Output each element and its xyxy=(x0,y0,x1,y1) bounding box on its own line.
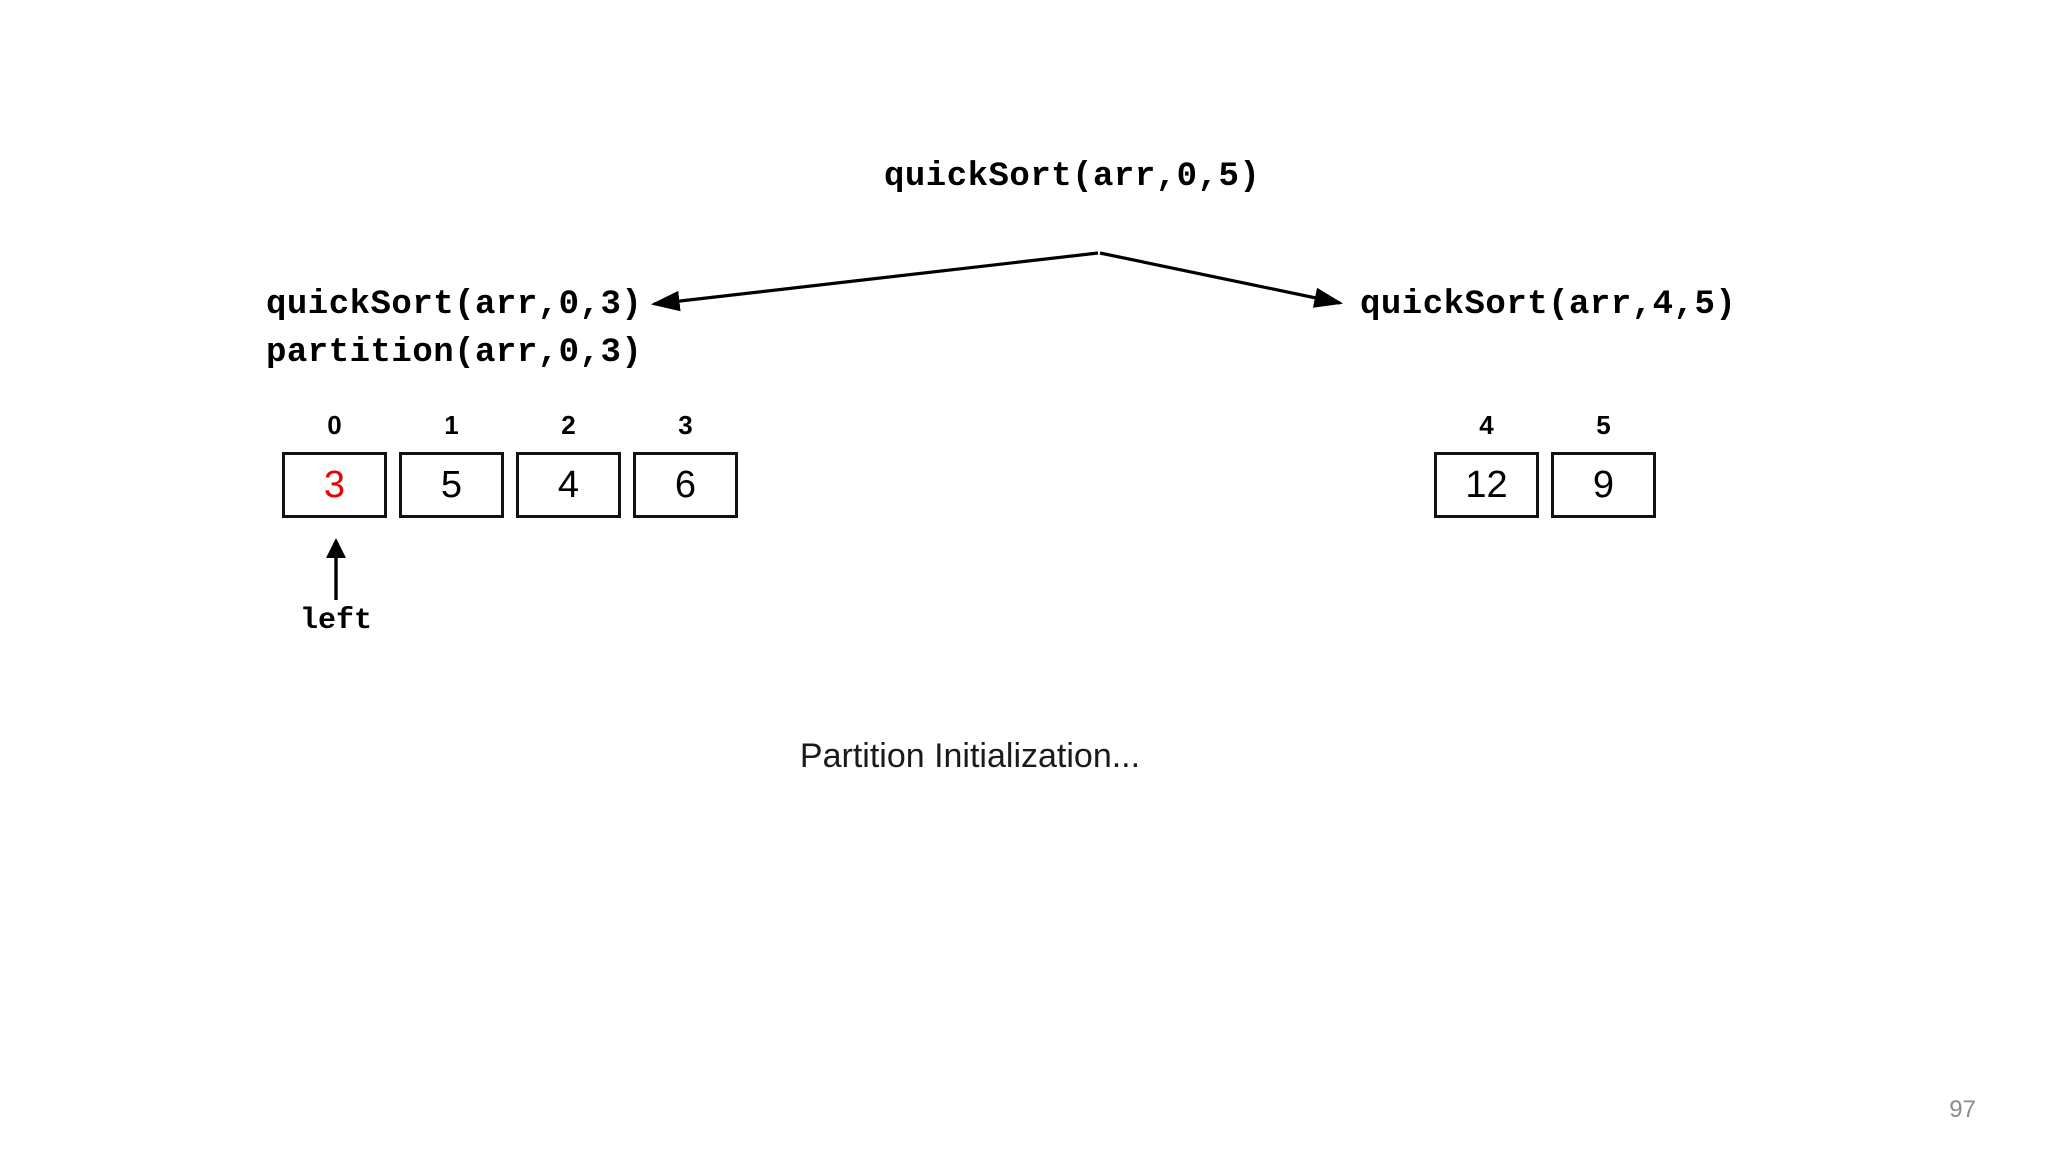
pointer-arrow-up-icon xyxy=(326,538,346,600)
pointer-left: left xyxy=(286,536,386,636)
array-index-label: 3 xyxy=(678,410,693,440)
array-index-label: 5 xyxy=(1596,410,1611,440)
call-node-root: quickSort(arr,0,5) xyxy=(884,158,1261,196)
call-node-left-partition: partition(arr,0,3) xyxy=(266,334,643,372)
connector-to-left-child xyxy=(650,251,1099,312)
array-value-box: 9 xyxy=(1551,452,1656,518)
slide-caption: Partition Initialization... xyxy=(799,737,1141,775)
array-value-box: 12 xyxy=(1434,452,1539,518)
array-index-label: 0 xyxy=(327,410,342,440)
array-value-box: 3 xyxy=(282,452,387,518)
connector-to-right-child xyxy=(1099,251,1344,308)
array-value-box: 6 xyxy=(633,452,738,518)
call-node-left-quicksort: quickSort(arr,0,3) xyxy=(266,286,643,324)
array-index-label: 2 xyxy=(561,410,576,440)
array-value-box: 5 xyxy=(399,452,504,518)
array-value-box: 4 xyxy=(516,452,621,518)
array-index-label: 4 xyxy=(1479,410,1494,440)
page-number: 97 xyxy=(1949,1096,1976,1123)
array-index-label: 1 xyxy=(444,410,459,440)
call-node-right-quicksort: quickSort(arr,4,5) xyxy=(1360,286,1737,324)
pointer-left-label: left xyxy=(299,604,372,638)
